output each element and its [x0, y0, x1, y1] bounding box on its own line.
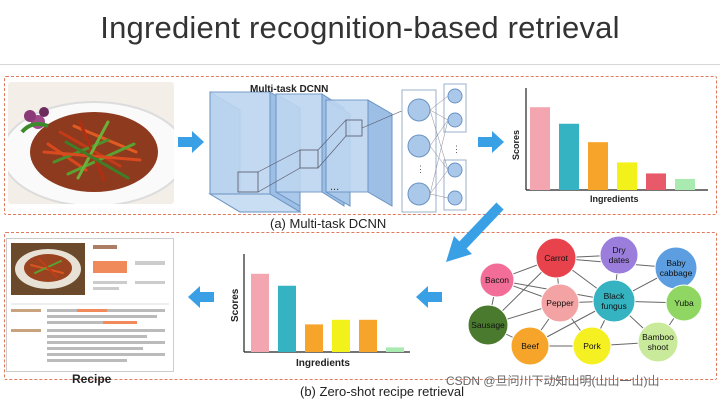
- graph-node-yuba: [665, 284, 703, 322]
- chart-b-ylabel: Scores: [230, 288, 241, 322]
- scores-chart-b: Scores Ingredients: [230, 254, 410, 369]
- graph-node-bamboo: [637, 321, 679, 363]
- fc-layers: ⋮ ⋮: [401, 83, 467, 213]
- title-divider: [0, 64, 720, 65]
- chart-a-xlabel: Ingredients: [590, 194, 639, 204]
- cnn-layers: [208, 91, 405, 213]
- slide-title: Ingredient recognition-based retrieval: [100, 10, 620, 45]
- chart-b-bar-3: [305, 324, 323, 352]
- svg-text:⋮: ⋮: [452, 144, 461, 154]
- graph-node-label-sausage: Sausage: [471, 320, 505, 330]
- scores-chart-a: Scores Ingredients: [511, 88, 708, 204]
- chart-b-xlabel: Ingredients: [296, 358, 350, 369]
- graph-node-label-pepper: Pepper: [546, 298, 574, 308]
- recipe-card: [6, 238, 174, 372]
- graph-node-fungus: [592, 279, 636, 323]
- graph-node-pork: [572, 326, 612, 366]
- layer-ellipsis: ...: [330, 181, 339, 193]
- watermark: CSDN @旦问川下动知山明(山山一山)山: [446, 374, 660, 388]
- chart-a-bar-3: [588, 142, 608, 190]
- arrow-scores-to-graph: [446, 202, 504, 262]
- chart-a-bar-2: [559, 123, 579, 190]
- chart-a-bar-4: [617, 162, 637, 190]
- graph-node-label-beef: Beef: [521, 341, 539, 351]
- chart-a-bar-5: [646, 173, 666, 190]
- graph-node-sausage: [467, 304, 509, 346]
- chart-b-bar-4: [332, 319, 350, 352]
- caption-a: (a) Multi-task DCNN: [270, 216, 387, 231]
- food-photo: [8, 82, 174, 204]
- chart-b-bar-2: [278, 285, 296, 352]
- network-label: Multi-task DCNN: [250, 84, 328, 95]
- chart-a-bar-6: [675, 178, 695, 190]
- arrow-network-to-scores: [478, 131, 504, 153]
- panel-multitask-dcnn: [4, 76, 717, 215]
- arrow-photo-to-network: [178, 131, 204, 153]
- graph-node-label-bacon: Bacon: [485, 275, 509, 285]
- chart-b-bar-5: [359, 319, 377, 352]
- graph-node-beef: [510, 326, 550, 366]
- graph-node-dry: [599, 235, 639, 275]
- chart-a-bar-1: [530, 107, 550, 190]
- recipe-label: Recipe: [72, 372, 112, 386]
- graph-node-bacon: [479, 262, 515, 298]
- caption-b: (b) Zero-shot recipe retrieval: [300, 384, 464, 399]
- chart-a-ylabel: Scores: [511, 130, 521, 160]
- arrow-graph-to-scores: [416, 286, 442, 308]
- arrow-scores-to-recipe: [188, 286, 214, 308]
- panel-zero-shot-retrieval: [4, 232, 717, 380]
- graph-node-pepper: [540, 283, 580, 323]
- graph-node-label-carrot: Carrot: [544, 253, 568, 263]
- graph-node-label-yuba: Yuba: [674, 298, 694, 308]
- graph-node-label-pork: Pork: [583, 341, 601, 351]
- graph-node-carrot: [535, 237, 577, 279]
- chart-b-bar-6: [386, 347, 404, 352]
- chart-b-bar-1: [251, 273, 269, 352]
- svg-text:⋮: ⋮: [416, 164, 425, 174]
